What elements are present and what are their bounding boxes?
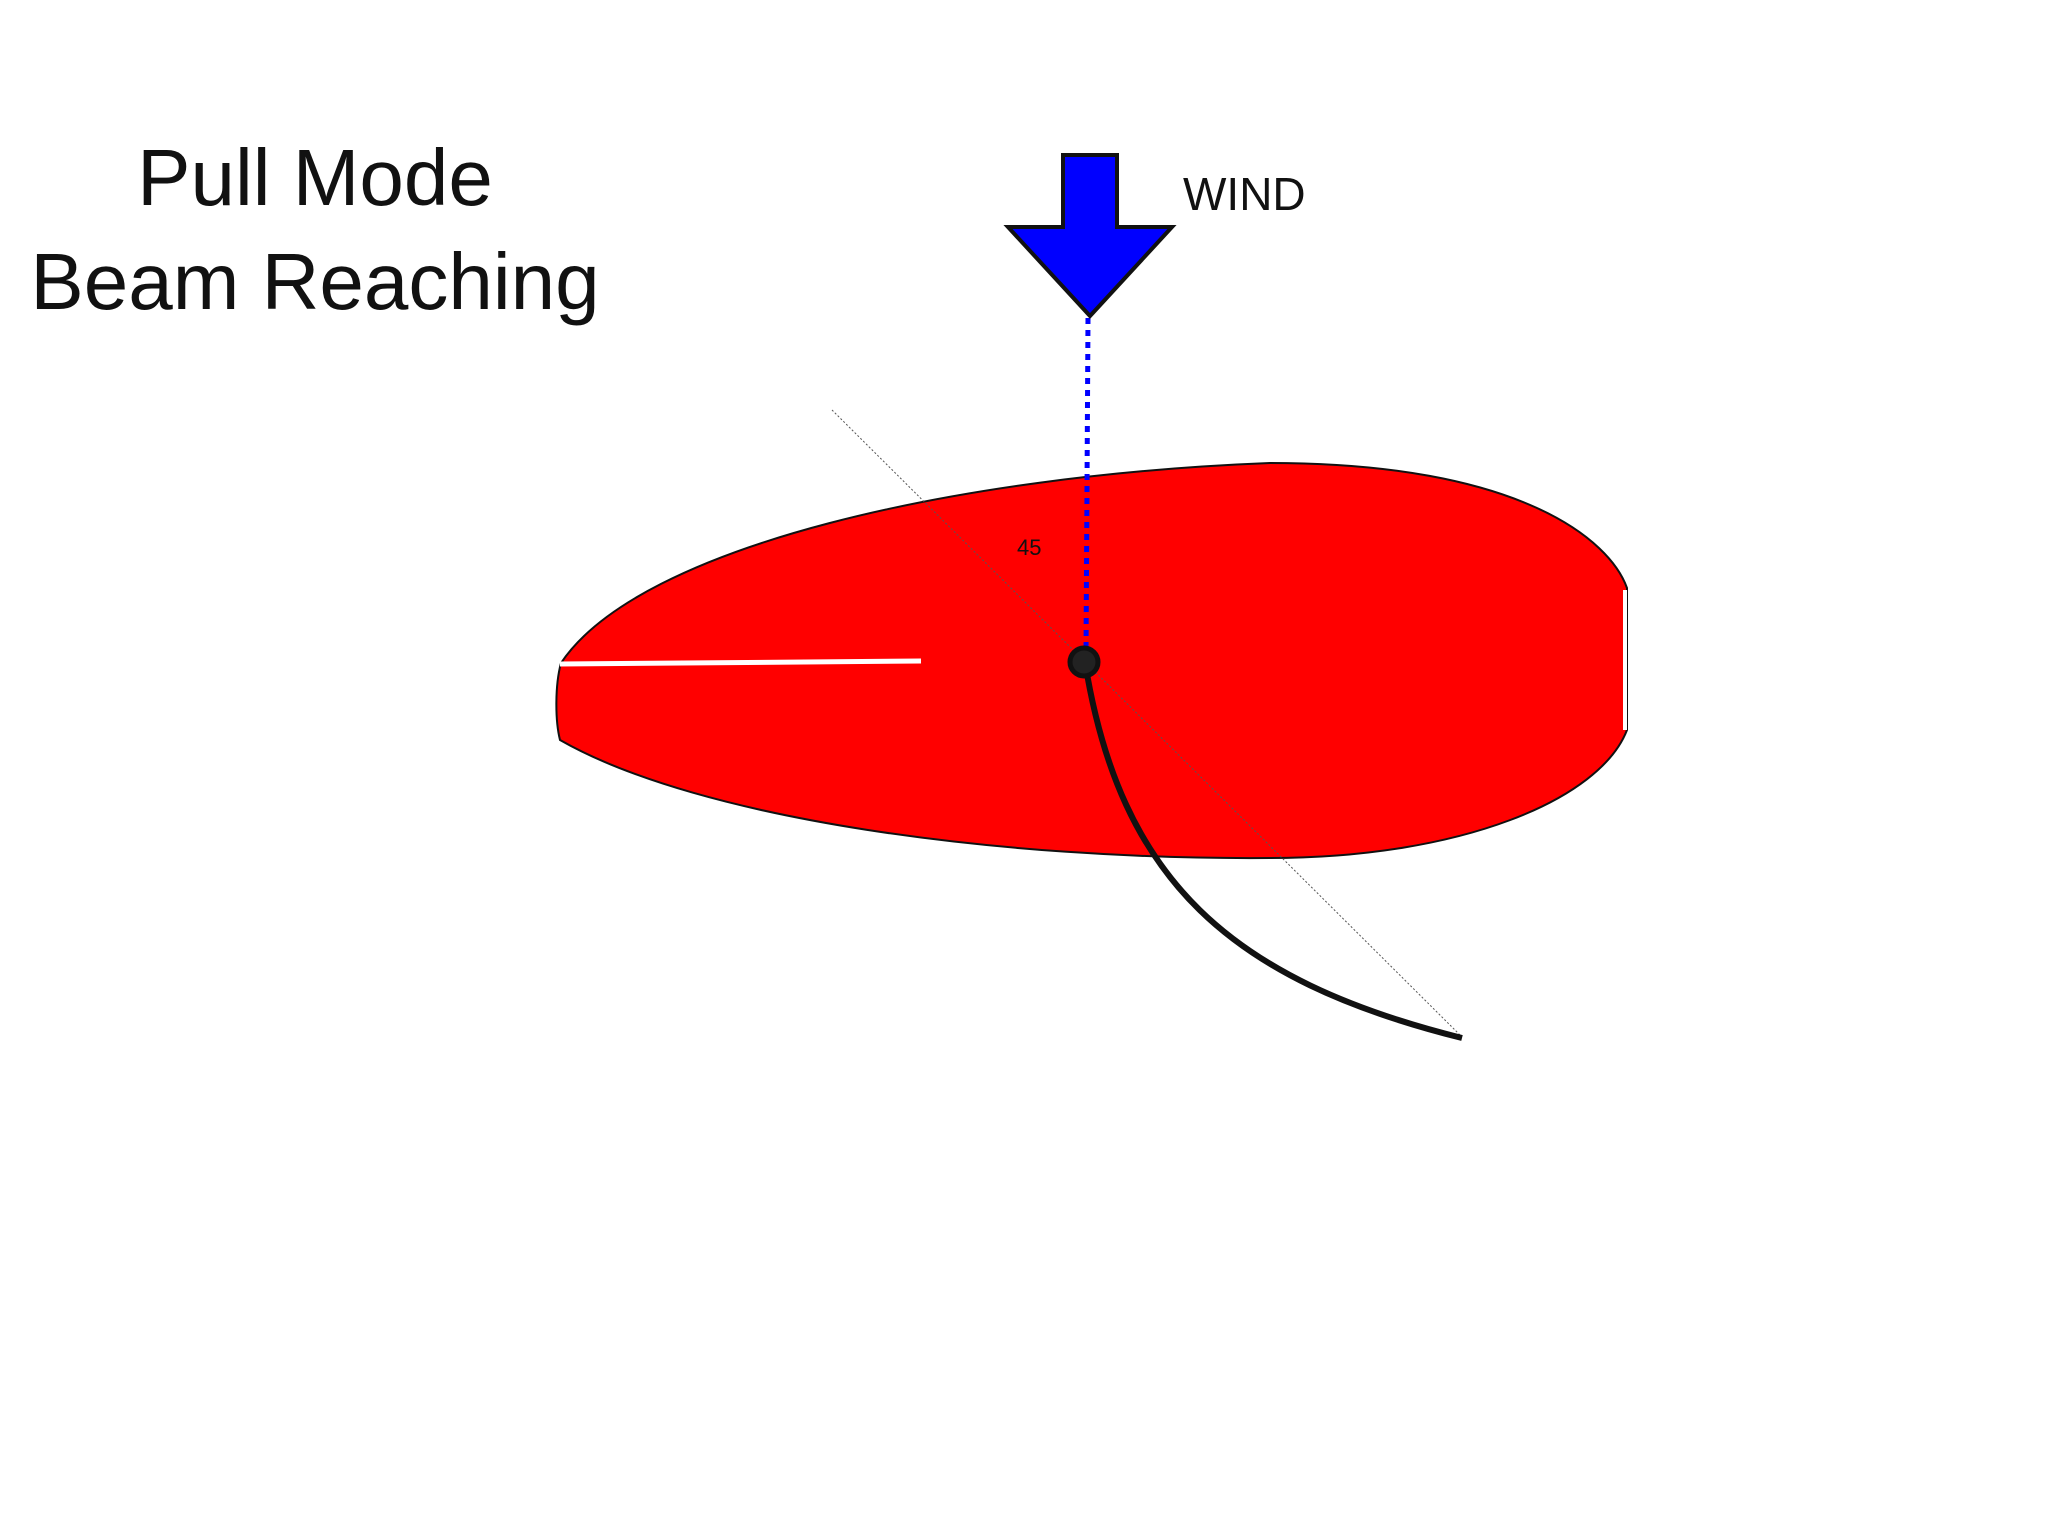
slide-title: Pull Mode Beam Reaching [0,126,630,334]
filled-circle-icon [1067,645,1101,679]
title-line-2: Beam Reaching [30,237,600,326]
down-arrow-icon [1003,153,1177,319]
angle-label: 45 [1017,535,1041,560]
wind-direction-line [1083,317,1091,656]
tether-curve [1082,661,1463,1041]
wind-label: WIND [1183,168,1306,220]
title-line-1: Pull Mode [137,133,493,222]
sail-centerline [559,658,922,667]
